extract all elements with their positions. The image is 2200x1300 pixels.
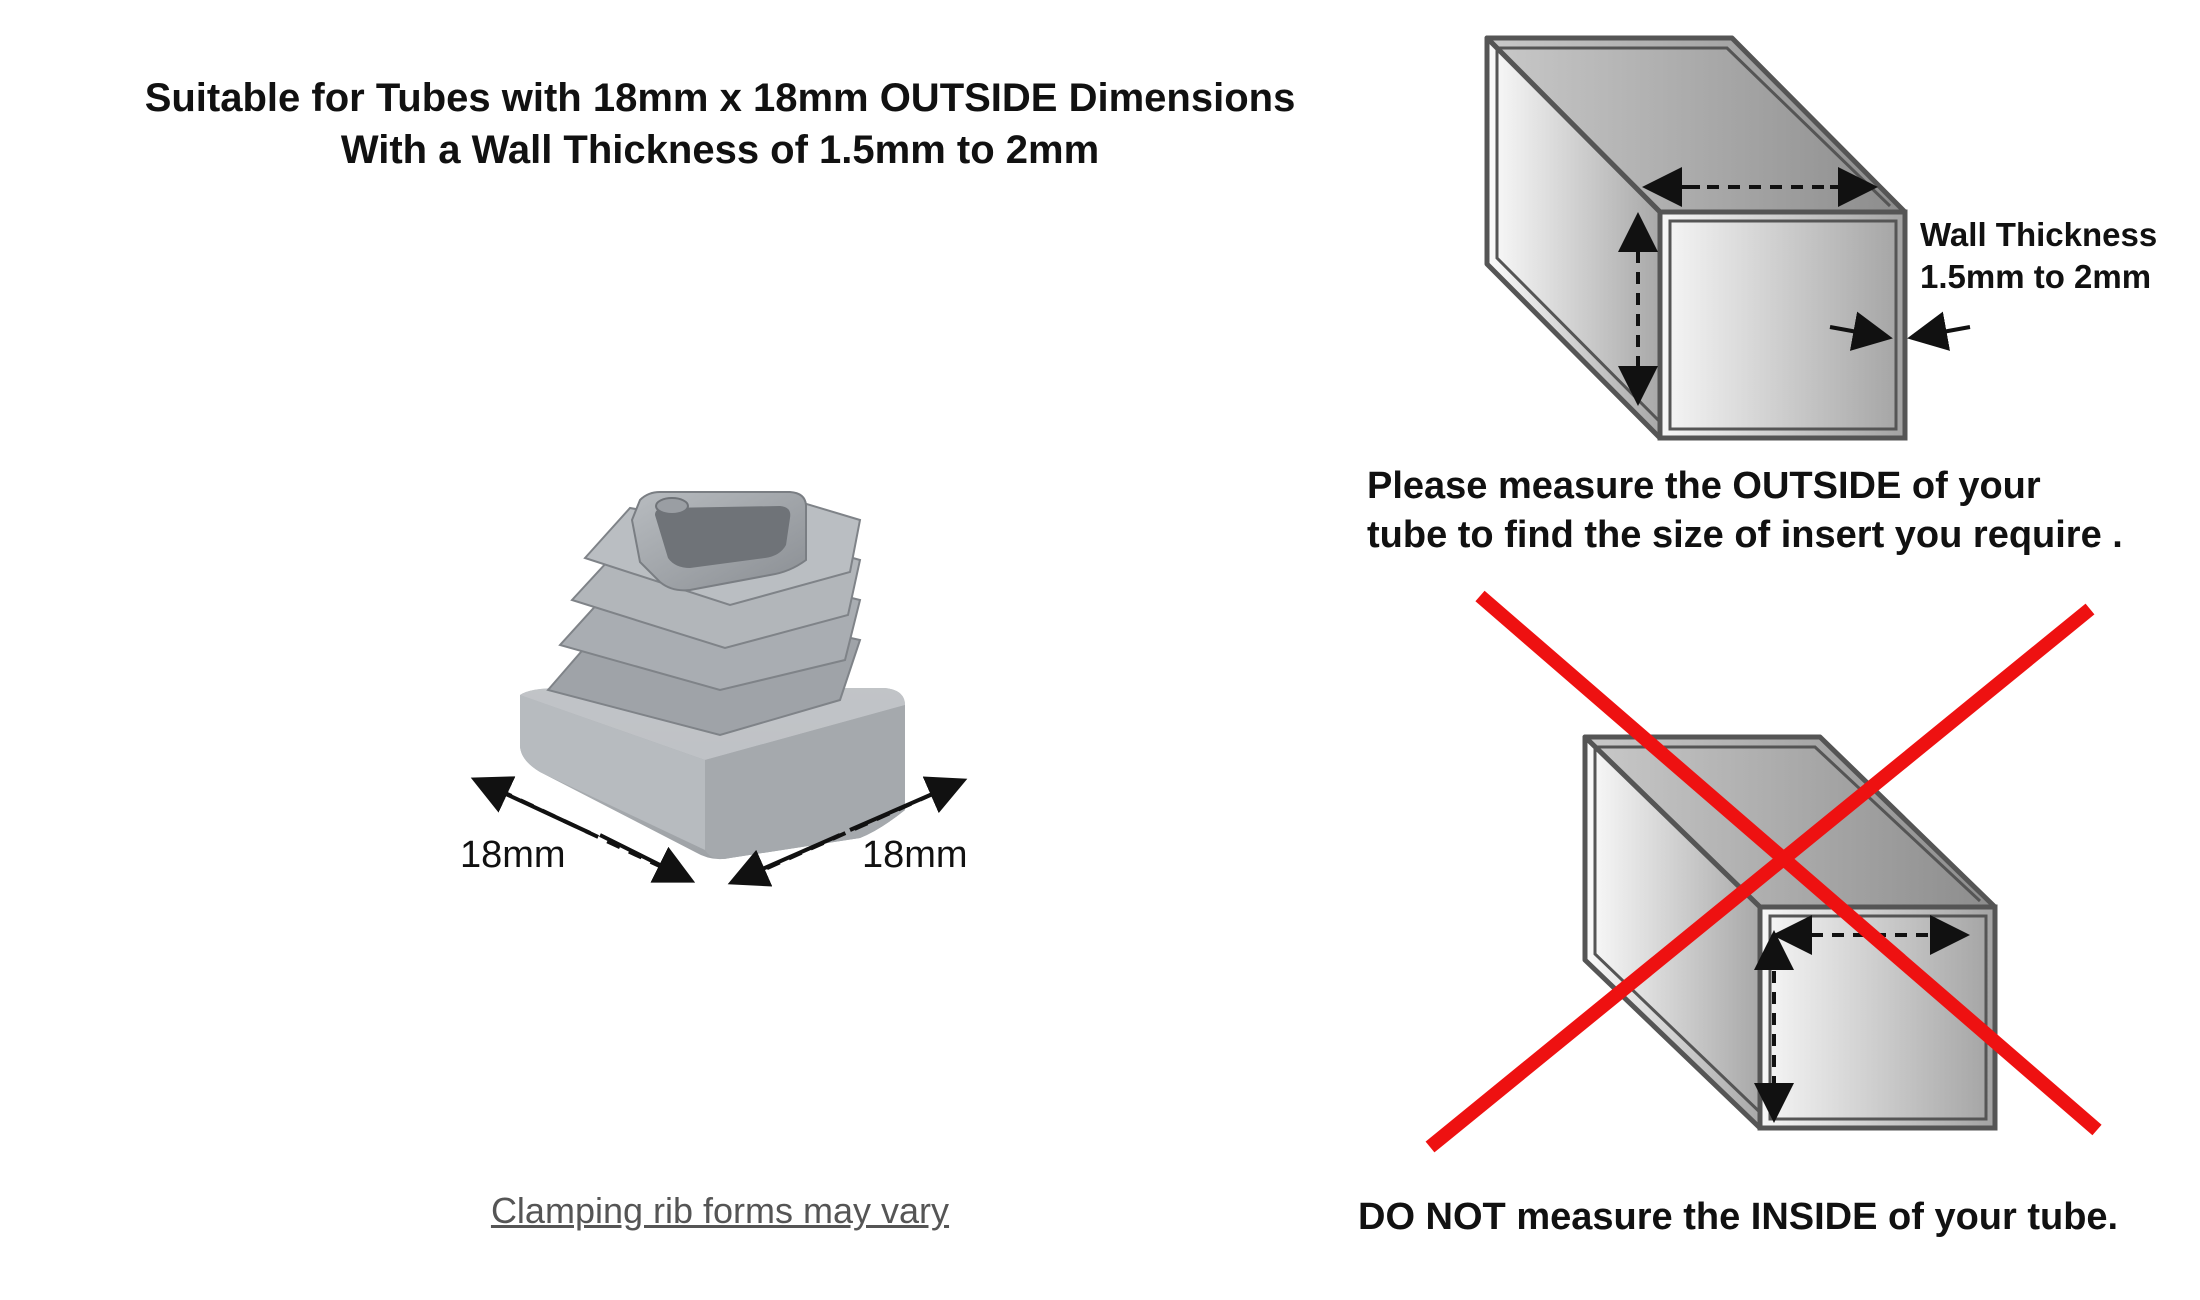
plug-insert-image bbox=[520, 491, 905, 860]
instruction-line-2: tube to find the size of insert you requ… bbox=[1367, 514, 2123, 556]
dim-arrowhead-left-b bbox=[599, 833, 696, 883]
wall-thickness-line-1: Wall Thickness bbox=[1920, 216, 2158, 253]
dimension-label-right: 18mm bbox=[862, 834, 968, 876]
outside-tube-diagram bbox=[1484, 35, 1971, 441]
wall-thickness-label: Wall Thickness 1.5mm to 2mm bbox=[1920, 214, 2157, 298]
inside-tube-diagram bbox=[1582, 734, 1998, 1131]
clamping-rib-caption[interactable]: Clamping rib forms may vary bbox=[490, 1190, 950, 1231]
dimension-label-left: 18mm bbox=[460, 834, 566, 876]
do-not-measure-inside-warning: DO NOT measure the INSIDE of your tube. bbox=[1358, 1196, 2119, 1238]
heading-line-1: Suitable for Tubes with 18mm x 18mm OUTS… bbox=[144, 76, 1296, 120]
dim-arrowhead-right-b bbox=[727, 833, 841, 887]
heading-line-2: With a Wall Thickness of 1.5mm to 2mm bbox=[340, 128, 1100, 172]
dim-arrowhead-left-a bbox=[470, 776, 591, 835]
product-heading: Suitable for Tubes with 18mm x 18mm OUTS… bbox=[60, 72, 1380, 176]
measure-outside-instruction: Please measure the OUTSIDE of your tube … bbox=[1367, 462, 2123, 560]
wall-thickness-line-2: 1.5mm to 2mm bbox=[1920, 258, 2152, 295]
instruction-line-1: Please measure the OUTSIDE of your bbox=[1367, 465, 2041, 507]
dim-arrowhead-right-a bbox=[849, 776, 968, 832]
red-cross-mark bbox=[1425, 590, 2102, 1153]
